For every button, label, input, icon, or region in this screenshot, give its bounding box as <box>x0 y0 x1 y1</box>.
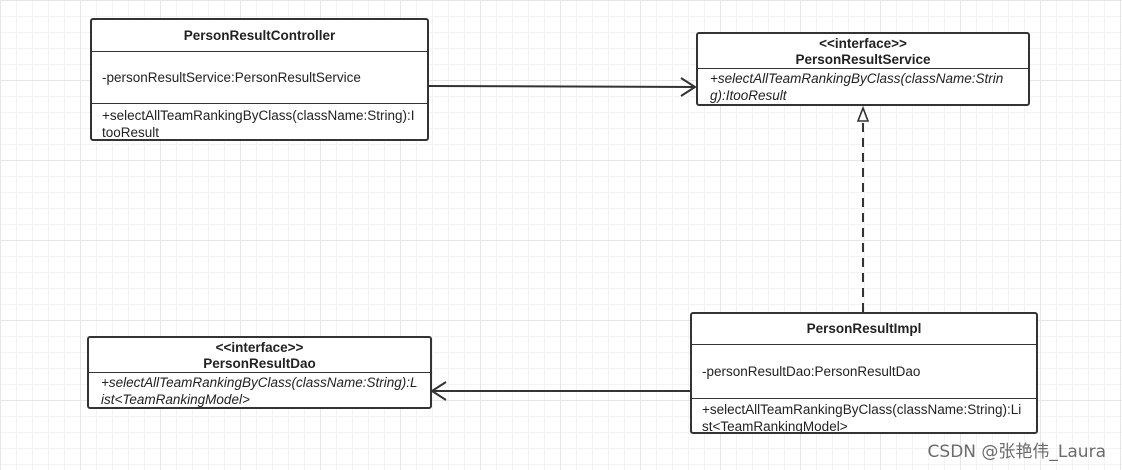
interface-name: PersonResultService <box>795 52 931 67</box>
interface-operation: +selectAllTeamRankingByClass(className:S… <box>89 373 430 407</box>
interface-person-result-dao[interactable]: <<interface>> PersonResultDao +selectAll… <box>87 336 432 409</box>
operation-text: +selectAllTeamRankingByClass(className:S… <box>710 71 1004 103</box>
class-name-text: PersonResultController <box>183 27 336 43</box>
interface-header: <<interface>> PersonResultService <box>698 34 1028 69</box>
class-name-text: PersonResultImpl <box>806 321 922 336</box>
class-name: PersonResultController <box>92 20 427 52</box>
class-operation: +selectAllTeamRankingByClass(className:S… <box>692 399 1036 434</box>
operation-text: +selectAllTeamRankingByClass(className:S… <box>702 402 1022 434</box>
hollow-triangle-arrowhead <box>856 105 870 122</box>
operation-text: +selectAllTeamRankingByClass(className:S… <box>102 108 415 140</box>
operation-text: +selectAllTeamRankingByClass(className:S… <box>101 375 418 407</box>
class-name: PersonResultImpl <box>692 314 1036 345</box>
interface-operation: +selectAllTeamRankingByClass(className:S… <box>698 69 1028 104</box>
interface-header: <<interface>> PersonResultDao <box>89 338 430 373</box>
attribute-text: -personResultDao:PersonResultDao <box>702 363 921 379</box>
association-controller-service[interactable] <box>427 85 695 88</box>
class-person-result-controller[interactable]: PersonResultController -personResultServ… <box>90 18 429 141</box>
open-arrowhead-service <box>680 77 697 97</box>
class-person-result-impl[interactable]: PersonResultImpl -personResultDao:Person… <box>690 312 1038 434</box>
stereotype-label: <<interface>> <box>819 36 907 51</box>
class-attribute: -personResultService:PersonResultService <box>92 52 427 104</box>
attribute-text: -personResultService:PersonResultService <box>102 69 361 85</box>
interface-person-result-service[interactable]: <<interface>> PersonResultService +selec… <box>696 32 1030 106</box>
class-attribute: -personResultDao:PersonResultDao <box>692 345 1036 399</box>
interface-name: PersonResultDao <box>203 356 316 371</box>
stereotype-label: <<interface>> <box>215 340 304 355</box>
class-operation: +selectAllTeamRankingByClass(className:S… <box>92 104 427 140</box>
open-arrowhead-dao <box>430 381 447 401</box>
watermark: CSDN @张艳伟_Laura <box>927 442 1106 462</box>
